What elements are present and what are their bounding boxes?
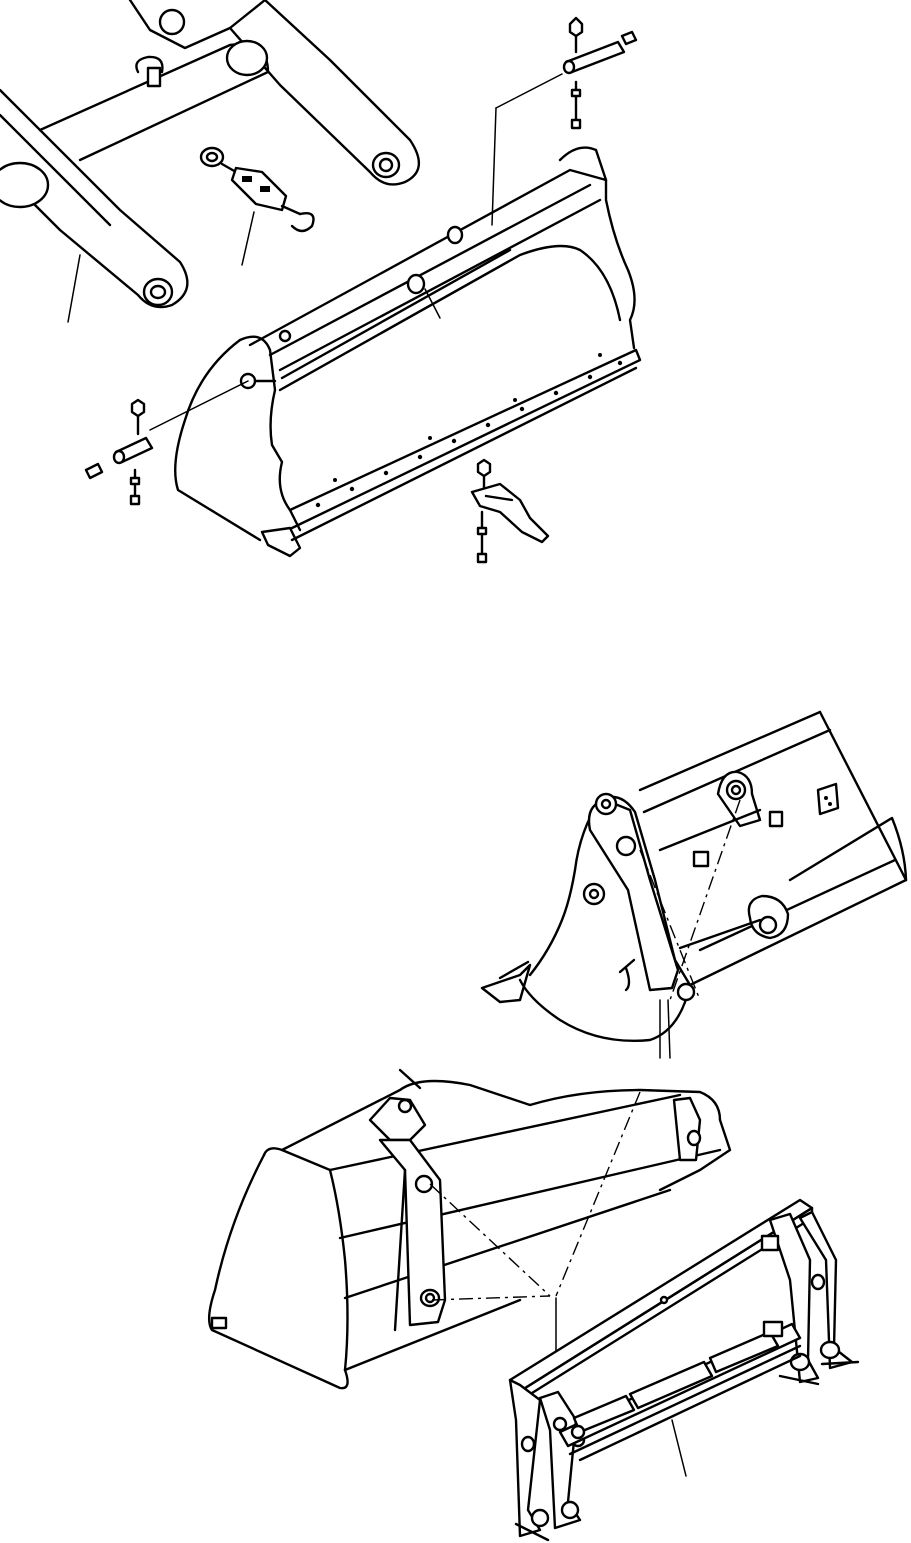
edge-bolts — [315, 353, 623, 508]
bucket-rear-view — [207, 1068, 732, 1390]
bucket-with-coupler-brackets — [480, 710, 908, 1059]
loader-arm-assembly — [0, 0, 420, 323]
tooth-adapter — [470, 458, 550, 564]
bucket-general-purpose — [149, 146, 642, 558]
bucket-pin-left — [84, 398, 154, 506]
bucket-pin-right — [491, 16, 638, 226]
turnbuckle — [199, 146, 315, 266]
quick-coupler-frame — [508, 1198, 860, 1542]
